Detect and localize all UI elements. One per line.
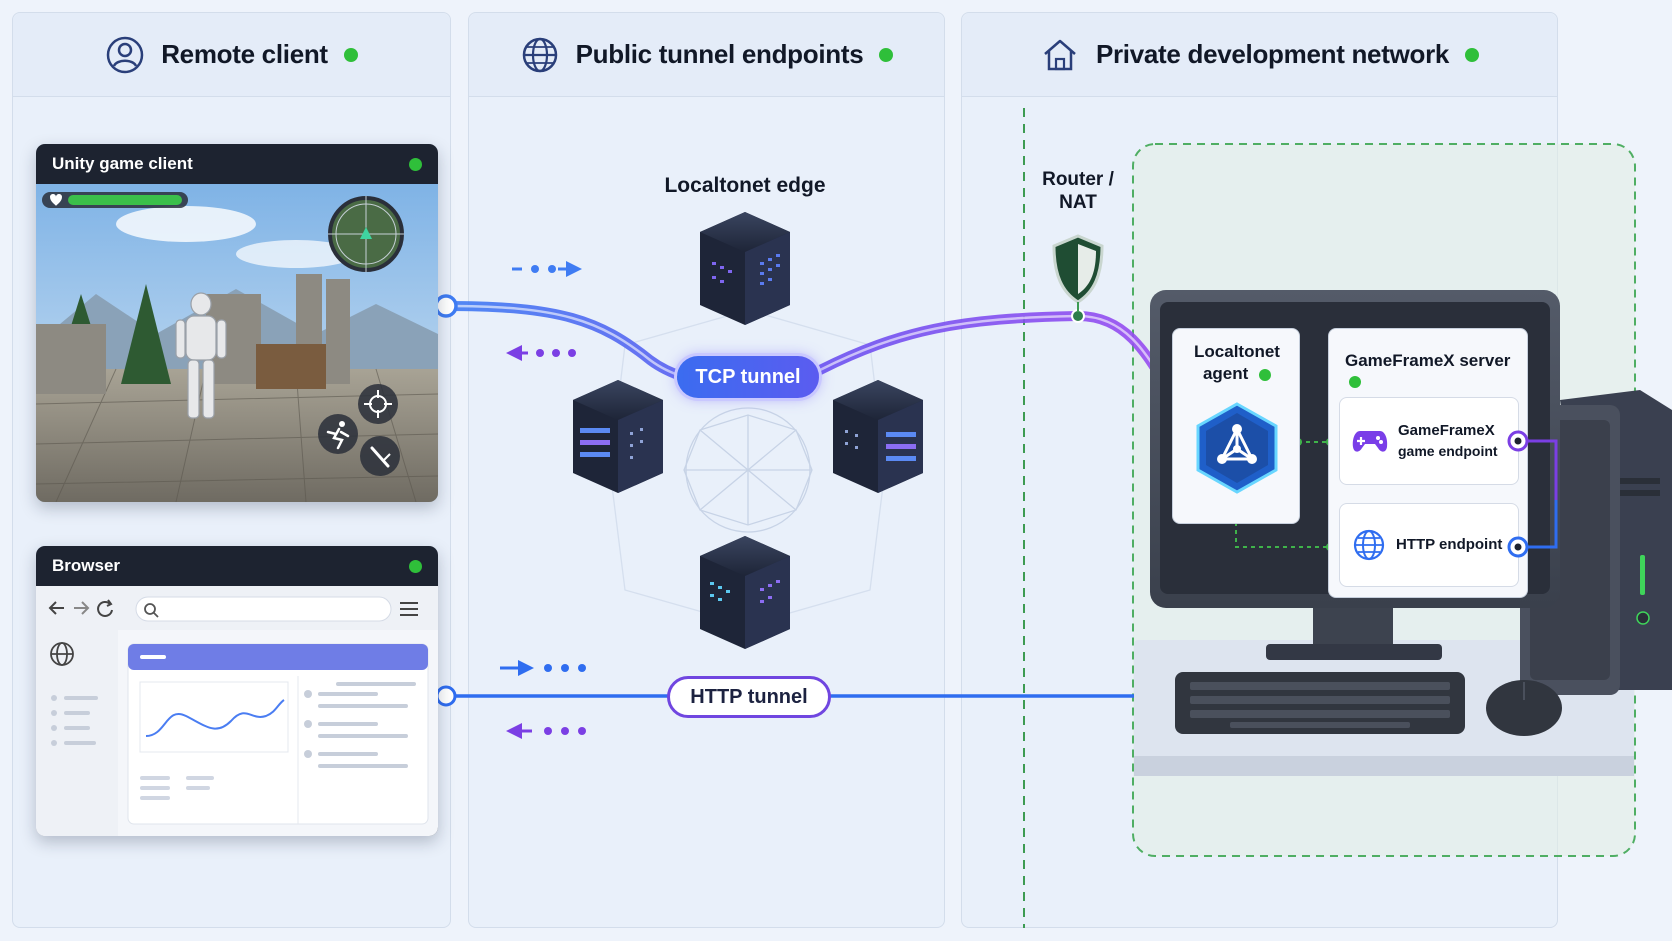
gameframex-server-card[interactable]: GameFrameX server GameFrameX game endpoi… — [1328, 328, 1528, 598]
game-endpoint-line1: GameFrameX — [1398, 422, 1495, 439]
router-label: Router / NAT — [1030, 168, 1126, 214]
globe-icon — [1353, 529, 1385, 561]
mouse — [1486, 680, 1562, 736]
edge-network-mesh — [609, 309, 886, 626]
run-button-icon — [318, 414, 358, 454]
agent-title-line1: Localtonet — [1194, 342, 1280, 361]
remote-client-header: Remote client — [13, 13, 450, 97]
edge-server-top — [700, 212, 790, 325]
agent-title-line2: agent — [1202, 364, 1249, 383]
address-bar — [135, 596, 392, 622]
tcp-tunnel-pill: TCP tunnel — [677, 356, 819, 398]
browser-titlebar: Browser — [36, 546, 438, 586]
http-tunnel-pill: HTTP tunnel — [667, 676, 831, 718]
search-icon — [144, 603, 159, 618]
unity-game-window[interactable]: Unity game client — [36, 144, 438, 502]
edge-server-bottom — [700, 536, 790, 649]
remote-status-dot — [343, 47, 358, 62]
player-character — [175, 292, 227, 419]
dashboard-header-bar — [128, 644, 428, 670]
public-endpoints-header: Public tunnel endpoints — [469, 13, 944, 97]
browser-status-dot — [409, 559, 422, 573]
private-network-title: Private development network — [1095, 39, 1450, 69]
tcp-tunnel-client-port — [434, 294, 458, 318]
unity-status-dot — [409, 157, 422, 171]
http-endpoint-label: HTTP endpoint — [1396, 536, 1503, 553]
gamepad-icon — [1352, 431, 1388, 452]
network-hexagon-icon — [1196, 402, 1278, 494]
edge-server-left — [573, 380, 663, 493]
game-viewport[interactable] — [36, 184, 438, 502]
health-bar — [42, 192, 188, 208]
browser-content — [36, 586, 438, 836]
browser-title: Browser — [52, 556, 121, 575]
localtonet-edge-label: Localtonet edge — [664, 174, 826, 197]
unity-window-title: Unity game client — [52, 154, 193, 173]
game-endpoint-line2: game endpoint — [1398, 443, 1498, 459]
router-label-line1: Router / — [1042, 169, 1114, 190]
public-endpoints-panel: Public tunnel endpoints — [468, 12, 945, 928]
agent-status-dot — [1259, 368, 1272, 381]
localtonet-agent-card[interactable]: Localtonet agent — [1172, 328, 1300, 524]
minimap — [328, 196, 404, 272]
agent-title: Localtonet agent — [1173, 341, 1301, 385]
back-arrow-icon — [48, 601, 64, 615]
edge-server-right — [833, 380, 923, 493]
tcp-inbound-arrow — [506, 345, 576, 361]
reload-icon — [97, 599, 113, 617]
http-outbound-arrow — [500, 660, 586, 676]
http-inbound-arrow — [506, 723, 586, 739]
router-label-line2: NAT — [1059, 192, 1097, 213]
home-icon — [1044, 39, 1076, 70]
public-status-dot — [879, 47, 894, 62]
forward-arrow-icon — [74, 601, 90, 615]
private-network-header: Private development network — [962, 13, 1557, 97]
sidebar-globe-icon — [50, 642, 74, 666]
server-title: GameFrameX server — [1345, 351, 1511, 370]
tcp-outbound-arrow — [512, 261, 582, 277]
private-status-dot — [1465, 47, 1480, 62]
sword-button-icon — [360, 436, 400, 476]
dashboard-line-chart — [139, 681, 289, 753]
browser-window[interactable]: Browser — [36, 546, 438, 836]
remote-client-title: Remote client — [161, 39, 328, 69]
game-ruins — [36, 274, 350, 394]
aim-button-icon — [358, 384, 398, 424]
keyboard — [1175, 672, 1465, 734]
user-icon — [106, 36, 144, 73]
http-tunnel-client-port — [435, 685, 457, 707]
http-endpoint[interactable]: HTTP endpoint — [1339, 503, 1519, 587]
game-endpoint[interactable]: GameFrameX game endpoint — [1339, 397, 1519, 485]
shield-icon — [1052, 234, 1104, 304]
menu-icon — [400, 602, 418, 616]
server-status-dot — [1349, 375, 1361, 388]
globe-icon — [522, 37, 557, 72]
unity-window-titlebar: Unity game client — [36, 144, 438, 184]
public-endpoints-title: Public tunnel endpoints — [575, 39, 864, 69]
